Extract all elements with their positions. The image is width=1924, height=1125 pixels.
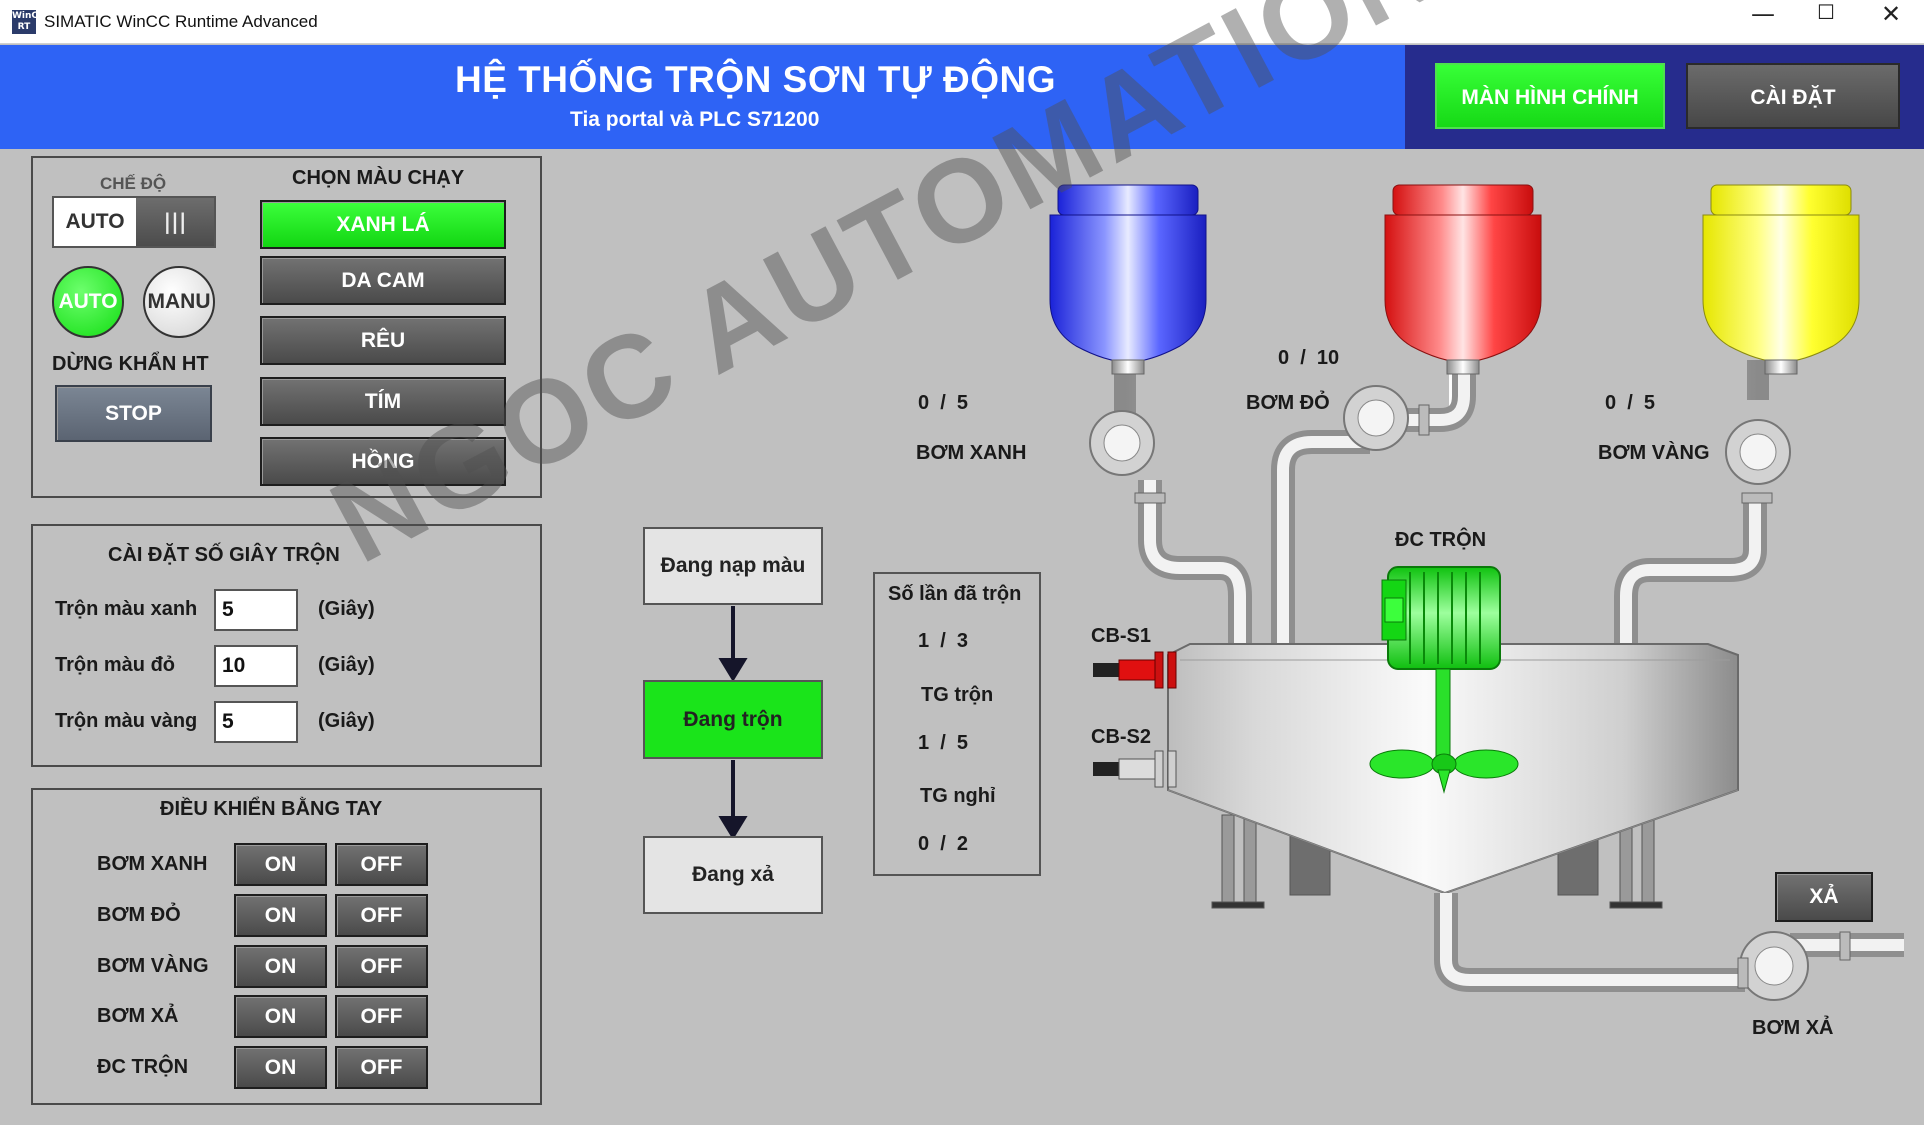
header-banner: HỆ THỐNG TRỘN SƠN TỰ ĐỘNG Tia portal và … xyxy=(0,45,1924,149)
blue-paint-tank xyxy=(1049,184,1207,375)
stop-button[interactable]: STOP xyxy=(55,385,212,442)
step-filling: Đang nạp màu xyxy=(643,527,823,605)
pump-blue-label: BƠM XANH xyxy=(916,442,1027,464)
color-select-label: CHỌN MÀU CHẠY xyxy=(292,167,465,189)
mix-count-value: 1 / 3 xyxy=(918,630,969,652)
yellow-paint-tank xyxy=(1702,184,1860,375)
close-button[interactable]: ✕ xyxy=(1880,0,1902,28)
mix-blue-unit: (Giây) xyxy=(318,598,375,620)
pump-yellow-on-button[interactable]: ON xyxy=(234,945,327,988)
mixer-off-button[interactable]: OFF xyxy=(335,1046,428,1089)
mix-count-label: Số lần đã trộn xyxy=(888,583,1022,605)
color-pink-button[interactable]: HỒNG xyxy=(260,437,506,486)
mixer-motor xyxy=(1369,566,1519,794)
sensor2-label: CB-S2 xyxy=(1091,726,1152,748)
drain-pump-label: BƠM XẢ xyxy=(1752,1017,1834,1039)
mix-time-value: 1 / 5 xyxy=(918,732,969,754)
pump-yellow-off-button[interactable]: OFF xyxy=(335,945,428,988)
step-draining: Đang xả xyxy=(643,836,823,914)
mix-time-panel xyxy=(31,524,542,767)
mode-label: CHẾ ĐỘ xyxy=(100,174,167,193)
manual-row-label-mixer: ĐC TRỘN xyxy=(97,1056,189,1078)
window-title: SIMATIC WinCC Runtime Advanced xyxy=(44,12,318,31)
mode-panel xyxy=(31,156,542,498)
manual-row-label-pump-drain: BƠM XẢ xyxy=(97,1005,179,1027)
auto-lamp: AUTO xyxy=(52,266,124,338)
minimize-button[interactable]: — xyxy=(1751,0,1775,28)
manu-lamp: MANU xyxy=(143,266,215,338)
page-title: HỆ THỐNG TRỘN SƠN TỰ ĐỘNG xyxy=(455,59,1056,100)
manual-row-label-pump-red: BƠM ĐỎ xyxy=(97,904,181,926)
manual-control-panel xyxy=(31,788,542,1105)
manual-row-label-pump-yellow: BƠM VÀNG xyxy=(97,955,209,977)
red-paint-tank xyxy=(1384,184,1542,375)
mode-switch-handle[interactable]: ||| xyxy=(136,198,214,246)
mix-blue-input[interactable]: 5 xyxy=(214,589,298,631)
step-mixing: Đang trộn xyxy=(643,680,823,759)
mix-red-unit: (Giây) xyxy=(318,654,375,676)
mode-switch-value: AUTO xyxy=(54,198,136,246)
pump-blue-on-button[interactable]: ON xyxy=(234,843,327,886)
pump-blue-counter: 0 / 5 xyxy=(918,392,969,414)
mix-red-input[interactable]: 10 xyxy=(214,645,298,687)
mix-yellow-label: Trộn màu vàng xyxy=(55,710,198,732)
manual-title: ĐIỀU KHIỂN BẰNG TAY xyxy=(160,798,383,820)
main-screen-button[interactable]: MÀN HÌNH CHÍNH xyxy=(1435,63,1665,129)
pump-red-off-button[interactable]: OFF xyxy=(335,894,428,937)
pump-drain-off-button[interactable]: OFF xyxy=(335,995,428,1038)
mix-counter-box xyxy=(873,572,1041,876)
mode-switch[interactable]: AUTO ||| xyxy=(52,196,216,248)
pump-blue-off-button[interactable]: OFF xyxy=(335,843,428,886)
mixer-on-button[interactable]: ON xyxy=(234,1046,327,1089)
mix-time-title: CÀI ĐẶT SỐ GIÂY TRỘN xyxy=(108,544,340,566)
pump-drain-on-button[interactable]: ON xyxy=(234,995,327,1038)
window-titlebar: WinCC RT SIMATIC WinCC Runtime Advanced … xyxy=(0,0,1924,44)
color-olive-button[interactable]: RÊU xyxy=(260,316,506,365)
pump-red-counter: 0 / 10 xyxy=(1278,347,1340,369)
manual-row-label-pump-blue: BƠM XANH xyxy=(97,853,208,875)
sensor1-label: CB-S1 xyxy=(1091,625,1152,647)
rest-time-label: TG nghỉ xyxy=(920,785,996,807)
drain-button[interactable]: XẢ xyxy=(1775,872,1873,922)
pump-red-on-button[interactable]: ON xyxy=(234,894,327,937)
page-subtitle: Tia portal và PLC S71200 xyxy=(570,108,820,131)
pump-yellow-counter: 0 / 5 xyxy=(1605,392,1656,414)
maximize-button[interactable]: ☐ xyxy=(1817,0,1835,24)
color-purple-button[interactable]: TÍM xyxy=(260,377,506,426)
mix-yellow-input[interactable]: 5 xyxy=(214,701,298,743)
level-sensor-cb-s1 xyxy=(1093,651,1177,689)
color-green-button[interactable]: XANH LÁ xyxy=(260,200,506,249)
mix-blue-label: Trộn màu xanh xyxy=(55,598,198,620)
pump-red-label: BƠM ĐỎ xyxy=(1246,392,1330,414)
color-orange-button[interactable]: DA CAM xyxy=(260,256,506,305)
wincc-app-icon: WinCC RT xyxy=(12,10,45,34)
estop-label: DỪNG KHẨN HT xyxy=(52,353,209,375)
mixer-motor-label: ĐC TRỘN xyxy=(1395,529,1487,551)
rest-time-value: 0 / 2 xyxy=(918,833,969,855)
settings-button[interactable]: CÀI ĐẶT xyxy=(1686,63,1900,129)
level-sensor-cb-s2 xyxy=(1093,750,1177,788)
pump-yellow-label: BƠM VÀNG xyxy=(1598,442,1710,464)
mix-time-label: TG trộn xyxy=(921,684,994,706)
mix-red-label: Trộn màu đỏ xyxy=(55,654,175,676)
mix-yellow-unit: (Giây) xyxy=(318,710,375,732)
